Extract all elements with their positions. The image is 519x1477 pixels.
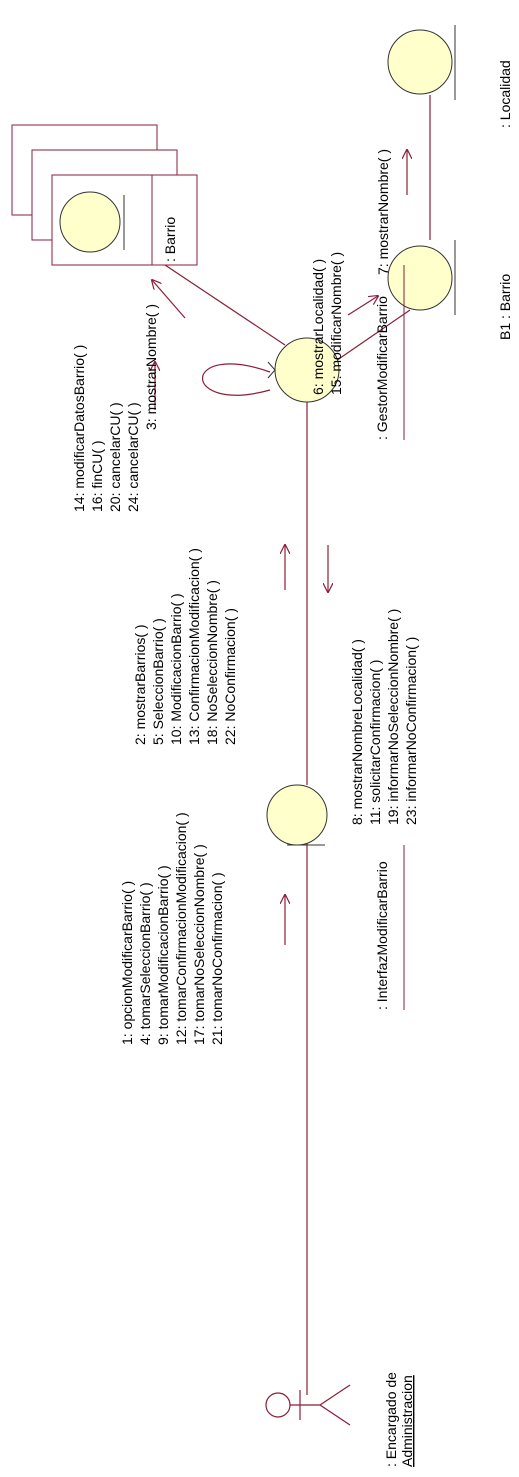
localidad-entity-object	[387, 25, 456, 100]
barrio-collection-label: : Barrio	[162, 217, 178, 262]
message-label: 4: tomarSeleccionBarrio( )	[137, 882, 153, 1045]
message-label: 11: solicitarConfirmacion( )	[367, 660, 383, 825]
actor-head	[265, 1392, 291, 1418]
messages-to-barrio-collection: 3: mostrarNombre( )	[143, 304, 159, 430]
interfaz-circle	[266, 784, 328, 846]
message-label: 14: modificarDatosBarrio( )	[71, 345, 87, 512]
encargado-label-line2: Administracion	[399, 1375, 415, 1467]
message-label: 21: tomarNoConfirmacion( )	[209, 872, 225, 1045]
messages-to-interfaz: 1: opcionModificarBarrio( ) 4: tomarSele…	[119, 812, 225, 1045]
messages-to-gestor: 2: mostrarBarrios( ) 5: SeleccionBarrio(…	[132, 548, 238, 745]
message-label: 19: informarNoSeleccionNombre( )	[385, 609, 401, 825]
messages-self-gestor: 14: modificarDatosBarrio( ) 16: finCU( )…	[71, 345, 141, 512]
message-label: 3: mostrarNombre( )	[143, 304, 159, 430]
localidad-circle	[387, 29, 453, 95]
message-label: 16: finCU( )	[89, 440, 105, 512]
actor-leg-right	[319, 1404, 351, 1426]
message-label: 1: opcionModificarBarrio( )	[119, 881, 135, 1045]
message-label: 23: informarNoConfirmacion( )	[403, 637, 419, 825]
link-gestor-b1	[329, 309, 411, 366]
message-label: 12: tomarConfirmacionModificacion( )	[173, 812, 189, 1045]
message-label: 15: modificarNombre( )	[328, 252, 344, 395]
actor-leg-left	[319, 1384, 351, 1406]
message-label: 17: tomarNoSeleccionNombre( )	[191, 844, 207, 1045]
message-label: 6: mostrarLocalidad( )	[310, 259, 326, 395]
message-label: 18: NoSeleccionNombre( )	[204, 580, 220, 745]
arrow-to-b1	[347, 296, 378, 316]
message-label: 13: ConfirmacionModificacion( )	[186, 548, 202, 745]
messages-to-b1: 6: mostrarLocalidad( ) 15: modificarNomb…	[310, 252, 344, 395]
gestor-control	[267, 337, 340, 403]
message-label: 7: mostrarNombre( )	[375, 149, 391, 275]
barrio-collection-object	[11, 124, 198, 266]
b1-circle	[387, 245, 453, 311]
interfaz-label: : InterfazModificarBarrio	[374, 861, 390, 1010]
arrow-to-barrio-collection	[152, 280, 186, 319]
message-label: 2: mostrarBarrios( )	[132, 624, 148, 745]
encargado-label-line1: : Encargado de	[383, 1372, 399, 1467]
b1-label: B1 : Barrio	[497, 274, 513, 340]
message-arrows	[152, 150, 407, 945]
message-label: 9: tomarModificacionBarrio( )	[155, 865, 171, 1045]
messages-gestor-to-interfaz: 8: mostrarNombreLocalidad( ) 11: solicit…	[349, 609, 419, 825]
messages-to-localidad: 7: mostrarNombre( )	[375, 149, 391, 275]
message-label: 22: NoConfirmacion( )	[222, 608, 238, 745]
barrio-entity-circle	[59, 191, 121, 253]
message-label: 20: cancelarCU( )	[107, 402, 123, 512]
message-label: 5: SeleccionBarrio( )	[150, 618, 166, 745]
localidad-label: : Localidad	[497, 60, 513, 128]
self-link-gestor	[202, 363, 271, 396]
b1-entity-object	[387, 240, 456, 315]
interfaz-boundary	[266, 784, 328, 846]
message-label: 10: ModificacionBarrio( )	[168, 593, 184, 745]
message-label: 24: cancelarCU( )	[125, 402, 141, 512]
gestor-control-arrow	[267, 361, 276, 379]
message-label: 8: mostrarNombreLocalidad( )	[349, 639, 365, 825]
links	[119, 95, 431, 1395]
gestor-label: : GestorModificarBarrio	[374, 296, 390, 440]
actor-encargado-figure	[265, 1384, 351, 1426]
